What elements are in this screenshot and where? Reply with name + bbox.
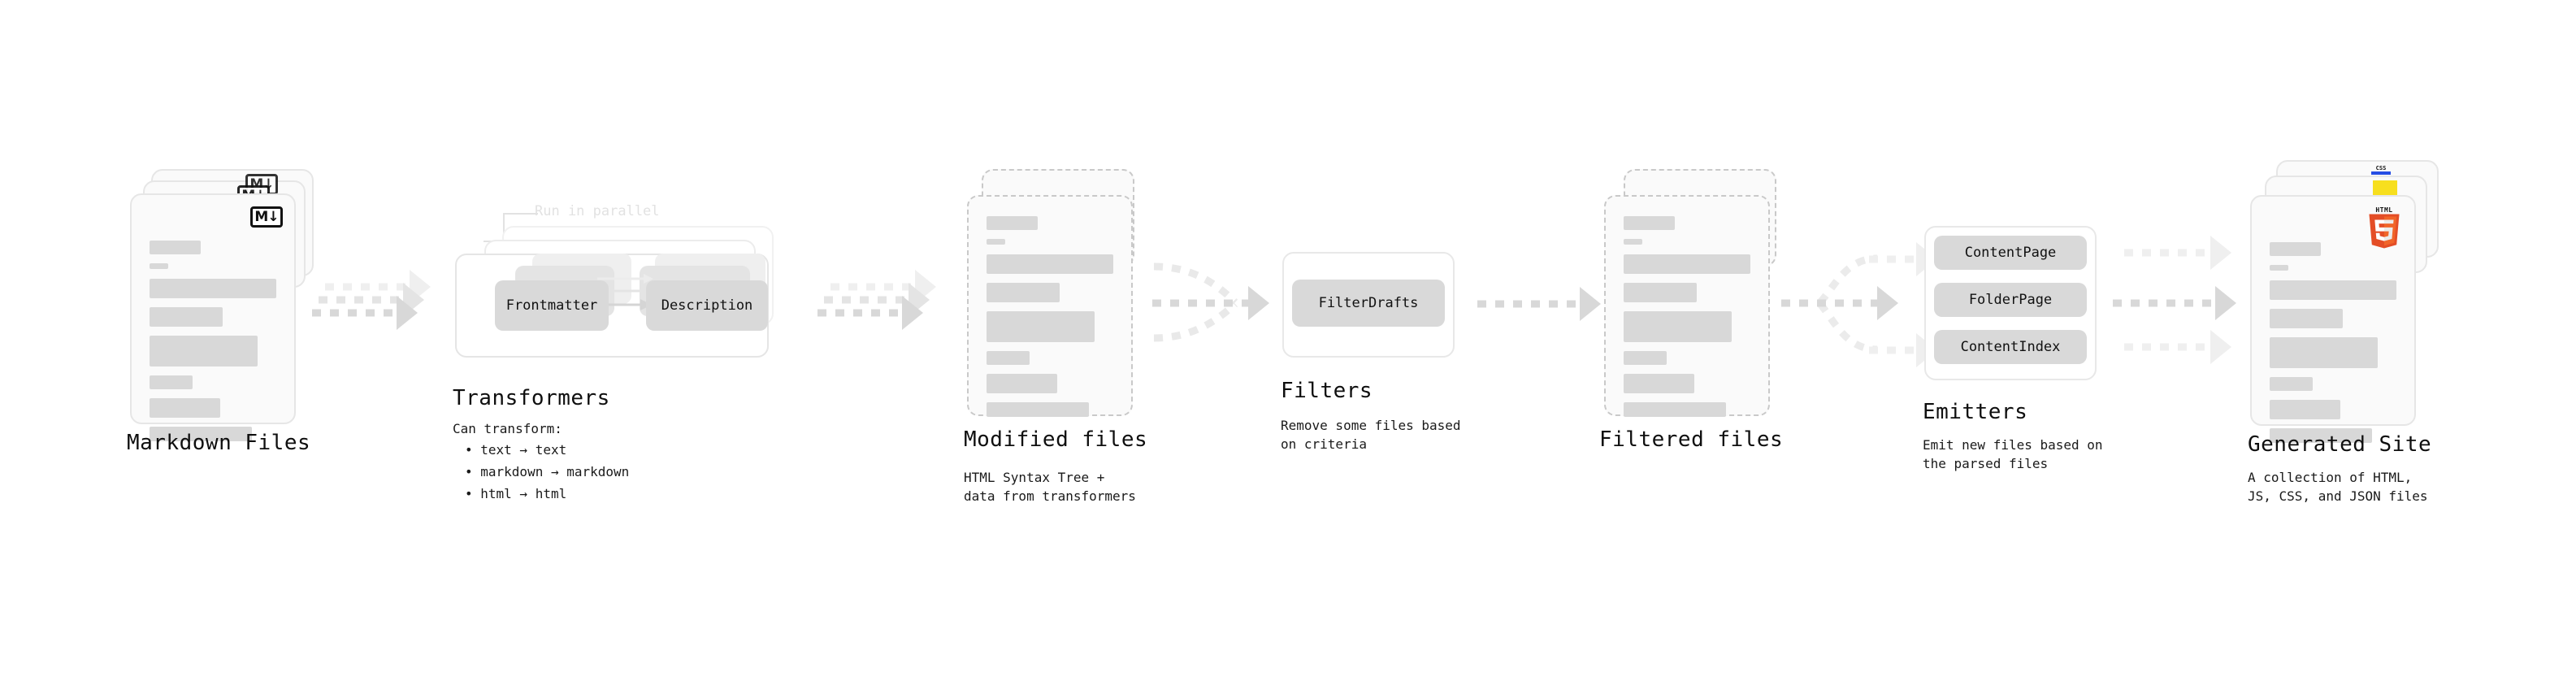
js-icon (2373, 180, 2397, 195)
markdown-files-title: Markdown Files (127, 431, 311, 455)
modified-skeleton-bars (987, 216, 1113, 426)
filtered-files-title: Filtered files (1599, 427, 1784, 452)
transformer-node-description[interactable]: Description (646, 280, 768, 331)
css-icon-label: CSS (2375, 165, 2387, 171)
emitters-subtitle: Emit new files based on the parsed files (1923, 437, 2103, 472)
site-skeleton-bars (2270, 242, 2396, 452)
modified-files-subtitle: HTML Syntax Tree + data from transformer… (964, 470, 1136, 505)
modified-card-front[interactable] (967, 195, 1133, 417)
generated-site-subtitle: A collection of HTML, JS, CSS, and JSON … (2248, 470, 2428, 505)
generated-site-title: Generated Site (2248, 432, 2432, 457)
css-icon: CSS (2371, 165, 2391, 178)
arrow-filters-to-filtered (1477, 287, 1615, 321)
markdown-skeleton-bars (150, 241, 276, 450)
run-in-parallel-label: Run in parallel (535, 203, 660, 219)
transformers-bullet-0: • text → text (465, 442, 567, 458)
transformers-bullet-2: • html → html (465, 486, 567, 501)
filtered-skeleton-bars (1624, 216, 1750, 426)
markdown-card-front[interactable]: M↓ (130, 193, 296, 441)
html5-icon: HTML (2367, 206, 2401, 249)
filter-node-filterdrafts[interactable]: FilterDrafts (1292, 280, 1445, 327)
modified-files-title: Modified files (964, 427, 1148, 452)
filters-title: Filters (1281, 379, 1373, 403)
emitter-node-folderpage[interactable]: FolderPage (1934, 283, 2087, 317)
site-card-front[interactable]: HTML (2250, 195, 2416, 443)
transformers-title: Transformers (453, 386, 610, 410)
emitter-node-contentpage[interactable]: ContentPage (1934, 236, 2087, 270)
filters-subtitle: Remove some files based on criteria (1281, 418, 1461, 453)
transformer-node-frontmatter[interactable]: Frontmatter (495, 280, 609, 331)
transformers-bullet-1: • markdown → markdown (465, 464, 630, 479)
transformers-subtitle: Can transform: (453, 421, 562, 436)
html5-icon-label: HTML (2375, 206, 2393, 214)
filtered-card-front[interactable] (1604, 195, 1770, 417)
emitters-title: Emitters (1923, 400, 2028, 424)
markdown-icon: M↓ (250, 206, 283, 228)
emitter-node-contentindex[interactable]: ContentIndex (1934, 330, 2087, 364)
